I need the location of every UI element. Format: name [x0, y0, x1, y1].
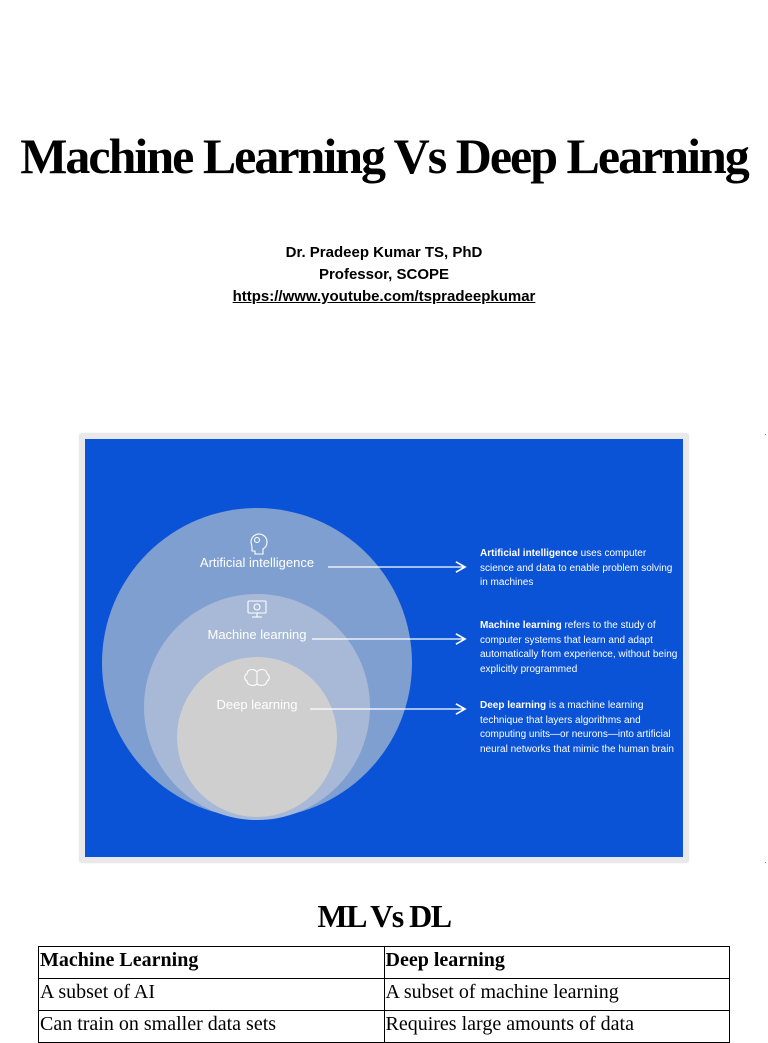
- comparison-heading: ML Vs DL: [317, 898, 452, 934]
- header-deep-learning: Deep learning: [383, 946, 730, 979]
- table-cell: Requires large amounts of data: [383, 1010, 730, 1043]
- label-machine-learning: Machine learning: [207, 627, 306, 642]
- label-deep-learning: Deep learning: [217, 697, 298, 712]
- youtube-link[interactable]: https://www.youtube.com/tspradeepkumar: [232, 288, 536, 305]
- table-cell: Can train on smaller data sets: [38, 1010, 385, 1043]
- nested-circles-diagram: Artificial intelligence Machine learning…: [102, 508, 467, 820]
- table-cell: A subset of AI: [38, 978, 385, 1011]
- brain-icon: [244, 669, 270, 686]
- monitor-gear-icon: [247, 600, 267, 618]
- inner-circle-dl: [177, 657, 337, 817]
- ai-ml-dl-figure: Artificial intelligence Machine learning…: [80, 434, 688, 862]
- header-machine-learning: Machine Learning: [38, 946, 385, 979]
- ai-head-icon: [250, 533, 268, 555]
- label-artificial-intelligence: Artificial intelligence: [200, 555, 314, 570]
- edge-mark: ·: [764, 858, 767, 867]
- description-ai: Artificial intelligence uses computer sc…: [480, 548, 673, 588]
- comparison-table: Machine Learning Deep learning A subset …: [38, 946, 730, 1043]
- description-dl: Deep learning is a machine learning tech…: [480, 700, 674, 755]
- table-header-row: Machine Learning Deep learning: [38, 946, 730, 979]
- table-row: Can train on smaller data sets Requires …: [38, 1010, 730, 1043]
- description-ml: Machine learning refers to the study of …: [480, 620, 678, 675]
- table-cell: A subset of machine learning: [383, 978, 730, 1011]
- table-row: A subset of AI A subset of machine learn…: [38, 978, 730, 1011]
- edge-mark: ·: [764, 430, 767, 439]
- page-title: Machine Learning Vs Deep Learning: [20, 128, 750, 184]
- author-role: Professor, SCOPE: [318, 266, 450, 283]
- author-block: Dr. Pradeep Kumar TS, PhD Professor, SCO…: [0, 242, 768, 308]
- author-name: Dr. Pradeep Kumar TS, PhD: [285, 244, 483, 261]
- figure-background: Artificial intelligence Machine learning…: [85, 439, 683, 857]
